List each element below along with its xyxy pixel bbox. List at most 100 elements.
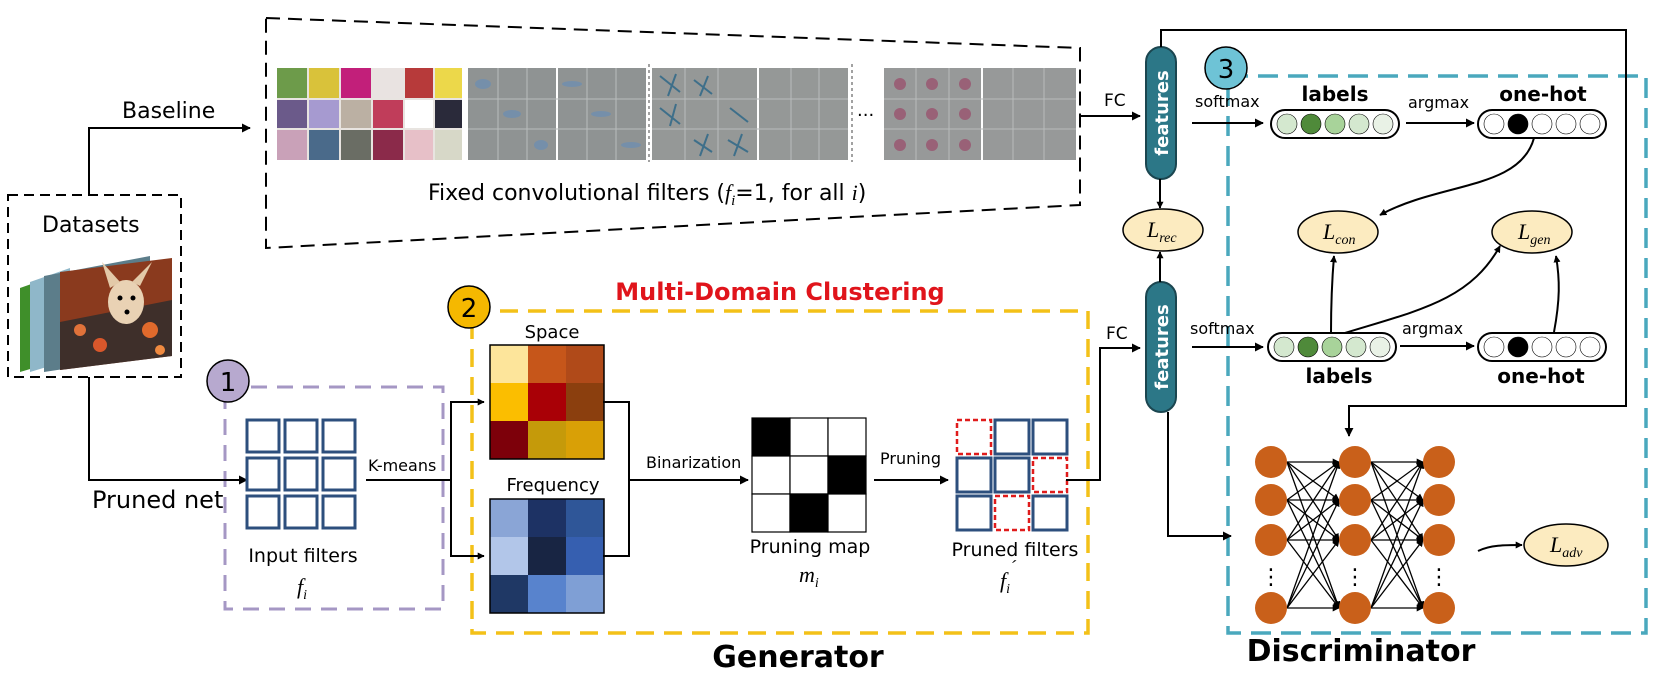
labels-top-label: labels (1302, 82, 1369, 106)
loss-adv: Ladv (1523, 523, 1609, 567)
pruning-map-label: Pruning map (750, 536, 871, 558)
space-matrix-cell (490, 383, 528, 421)
space-matrix-cell (566, 345, 604, 383)
baseline-arrow (88, 123, 251, 195)
svg-text:features: features (1152, 70, 1173, 155)
pruned-filter-cell (993, 456, 1031, 494)
dataset-photo-stack-icon (20, 256, 172, 372)
frequency-matrix (489, 498, 605, 614)
filters-ellipsis: ··· (857, 105, 874, 126)
discriminator-node (1255, 446, 1287, 478)
onehot-bottom-label: one-hot (1497, 364, 1585, 388)
pruned-filter-cell-removed (955, 418, 993, 456)
space-label: Space (525, 322, 580, 343)
space-matrix (489, 344, 605, 460)
input-filter-cell (321, 418, 357, 454)
labels-top-bead (1372, 113, 1394, 135)
pruned-filter-cell (955, 494, 993, 532)
pruned-net-arrow (88, 377, 248, 485)
kmeans-label: K-means (368, 456, 436, 475)
onehot-bottom-bead (1483, 336, 1505, 358)
space-matrix-cell (490, 345, 528, 383)
frequency-matrix-cell (566, 499, 604, 537)
binarization-label: Binarization (646, 453, 741, 472)
softmax-top-label: softmax (1195, 92, 1260, 111)
pruned-filter-cell (955, 456, 993, 494)
argmax-top-label: argmax (1408, 93, 1469, 112)
space-matrix-cell (528, 345, 566, 383)
frequency-matrix-cell (528, 575, 566, 613)
space-matrix-cell (566, 383, 604, 421)
labels-bottom-vector (1267, 332, 1397, 362)
pruned-filter-cell (1031, 418, 1069, 456)
discriminator-edge (1370, 461, 1424, 541)
pruning-map-cell (789, 417, 829, 457)
discriminator-node (1255, 592, 1287, 624)
labels-top-vector (1270, 109, 1400, 139)
input-filter-cell (321, 456, 357, 492)
pruned-filter-cell (993, 418, 1031, 456)
baseline-label: Baseline (122, 99, 215, 124)
step-2-badge: 2 (447, 285, 491, 329)
discriminator-edge (1370, 499, 1424, 609)
labels-bottom-bead (1369, 336, 1391, 358)
frequency-matrix-cell (490, 537, 528, 575)
input-filters-symbol: fi (297, 574, 307, 603)
frequency-label: Frequency (507, 475, 600, 496)
pruning-map-cell (789, 455, 829, 495)
discriminator-vdots: ⋮ (1428, 565, 1450, 590)
pruned-filters-symbol: fi´ (1000, 557, 1017, 597)
fc-bottom-label: FC (1106, 324, 1128, 344)
pruned-filter-cell-removed (1031, 456, 1069, 494)
onehot-top-bead (1483, 113, 1505, 135)
fc-top-label: FC (1104, 91, 1126, 111)
labels-top-bead (1348, 113, 1370, 135)
discriminator-node (1255, 524, 1287, 556)
network-to-ladv (1477, 541, 1523, 552)
onehot-top-label: one-hot (1499, 82, 1587, 106)
pruned-filter-grid (955, 418, 1069, 532)
onehot-bottom-bead (1555, 336, 1577, 358)
discriminator-node (1423, 524, 1455, 556)
labels-top-bead (1300, 113, 1322, 135)
pruned-filter-cell-removed (993, 494, 1031, 532)
discriminator-connections (1286, 458, 1425, 612)
onehot-bottom-to-lgen (1553, 255, 1561, 333)
labels-bottom-bead (1297, 336, 1319, 358)
input-filters-label: Input filters (248, 545, 357, 567)
discriminator-edge (1286, 539, 1340, 609)
kmeans-to-space-arrow (450, 398, 485, 480)
onehot-top-bead (1507, 113, 1529, 135)
svg-text:Lgen: Lgen (1517, 219, 1550, 248)
pruning-map-cell (827, 493, 867, 533)
onehot-bottom-bead (1507, 336, 1529, 358)
pruned-filter-cell (1031, 494, 1069, 532)
space-matrix-cell (566, 421, 604, 459)
space-matrix-cell (528, 383, 566, 421)
frequency-matrix-cell (566, 575, 604, 613)
labels-bottom-label: labels (1306, 364, 1373, 388)
frequency-matrix-cell (490, 575, 528, 613)
space-matrix-cell (490, 421, 528, 459)
discriminator-node (1255, 484, 1287, 516)
multi-domain-clustering-title: Multi-Domain Clustering (615, 278, 944, 306)
multi-domain-clustering-box (470, 309, 1090, 635)
loss-gen: Lgen (1491, 210, 1573, 254)
discriminator-node (1339, 484, 1371, 516)
generator-title: Generator (712, 640, 884, 675)
space-to-binarization (603, 401, 630, 480)
svg-text:1: 1 (220, 368, 237, 398)
labels-top-bead (1324, 113, 1346, 135)
onehot-top-bead (1555, 113, 1577, 135)
onehot-bottom-bead (1579, 336, 1601, 358)
pruning-map-cell (827, 417, 867, 457)
features-bottom-block: features (1145, 281, 1177, 413)
input-filter-cell (245, 418, 281, 454)
discriminator-node (1423, 446, 1455, 478)
pruned-net-label: Pruned net (92, 486, 223, 514)
input-filter-cell (321, 494, 357, 530)
discriminator-edge (1286, 461, 1341, 609)
svg-text:3: 3 (1218, 55, 1235, 85)
features-bottom-to-discriminator (1167, 412, 1232, 541)
pruned-filters-label: Pruned filters (952, 539, 1079, 561)
